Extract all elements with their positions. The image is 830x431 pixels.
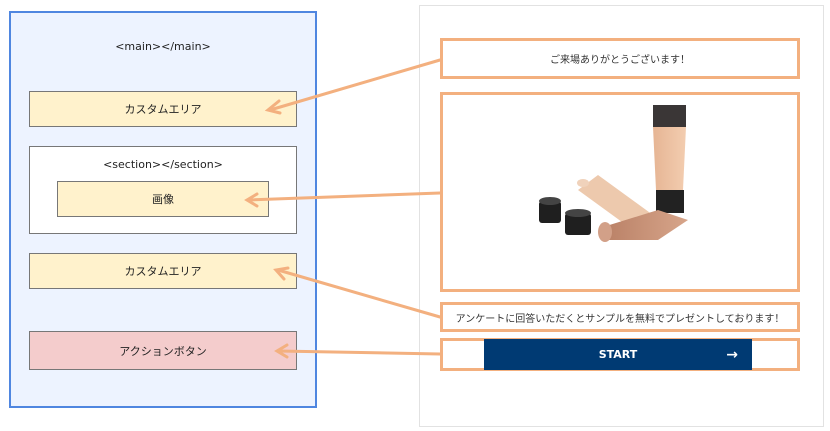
arrow-right-icon: → xyxy=(726,346,738,363)
start-button[interactable]: START → xyxy=(484,339,752,370)
action-button-box: アクションボタン xyxy=(29,331,297,370)
start-label: START xyxy=(598,348,638,361)
cosmetic-tubes-photo-icon xyxy=(539,105,688,242)
greeting-area: ご来場ありがとうございます！ xyxy=(440,38,800,79)
section-tag-label: <section></section> xyxy=(103,157,223,171)
custom-area-box-2: カスタムエリア xyxy=(29,253,297,289)
survey-text-area: アンケートに回答いただくとサンプルを無料でプレゼントしております！ xyxy=(440,302,800,332)
image-area xyxy=(440,92,800,292)
image-box: 画像 xyxy=(57,181,269,217)
main-tag-label: <main></main> xyxy=(115,39,211,53)
custom-area-box-1: カスタムエリア xyxy=(29,91,297,127)
